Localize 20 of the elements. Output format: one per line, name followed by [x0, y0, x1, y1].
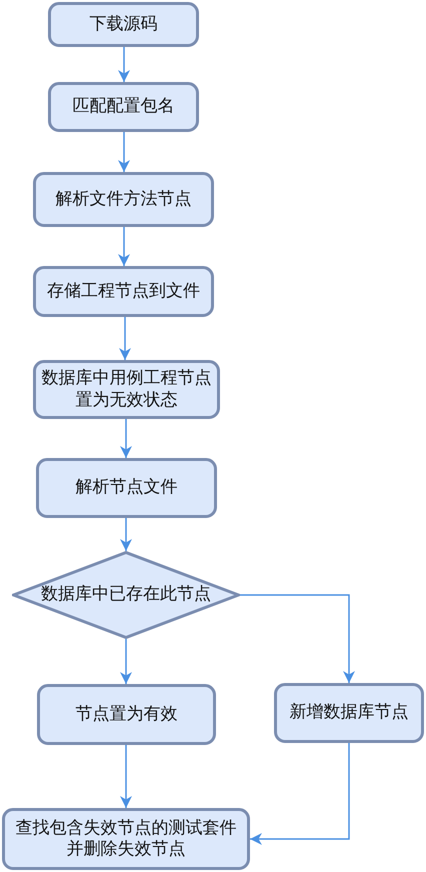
- arrow: [120, 639, 132, 684]
- process-box: 匹配配置包名: [48, 82, 199, 132]
- process-box: 解析文件方法节点: [33, 172, 214, 227]
- arrow: [120, 745, 132, 808]
- decision-diamond: 数据库中已存在此节点: [12, 551, 240, 639]
- arrow: [120, 518, 132, 551]
- process-box: 数据库中用例工程节点置为无效状态: [33, 360, 220, 419]
- arrow: [120, 419, 132, 458]
- arrow: [240, 594, 355, 683]
- process-box: 新增数据库节点: [274, 683, 424, 743]
- arrow: [250, 743, 350, 845]
- arrow: [118, 227, 130, 266]
- arrow: [118, 132, 130, 172]
- process-box: 节点置为有效: [37, 684, 216, 745]
- arrow: [119, 317, 131, 360]
- process-box: 下载源码: [48, 2, 199, 47]
- process-box: 解析节点文件: [36, 458, 217, 518]
- process-box: 存储工程节点到文件: [33, 266, 214, 317]
- arrow: [118, 47, 130, 82]
- process-box: 查找包含失效节点的测试套件并删除失效节点: [2, 808, 250, 870]
